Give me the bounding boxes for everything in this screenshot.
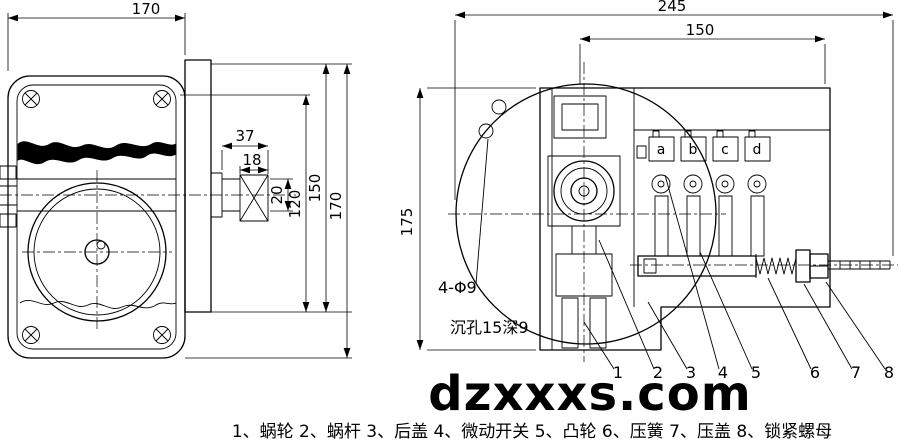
output-shaft	[222, 174, 269, 222]
note-counterbore: 沉孔15深9	[450, 318, 529, 337]
pressure-spring	[755, 257, 797, 275]
dimension-245: 245	[454, 0, 894, 256]
pressure-cover	[795, 249, 811, 283]
part-leaders	[583, 174, 886, 370]
part-number-8: 8	[884, 363, 894, 382]
corner-screw-icon	[22, 90, 171, 344]
dim-label-170-top: 170	[132, 0, 161, 18]
note-holes: 4-Φ9	[438, 278, 477, 297]
part-number-1: 1	[613, 363, 623, 382]
part-number-5: 5	[751, 363, 761, 382]
roller-icon	[747, 174, 767, 194]
dimension-18: 18	[239, 151, 268, 174]
micro-switch	[744, 136, 771, 162]
roller-icon	[715, 174, 735, 194]
cam	[718, 195, 733, 257]
dimension-120: 120	[180, 94, 352, 313]
centerlines	[0, 170, 296, 332]
part-number-3: 3	[686, 363, 696, 382]
roller-icon	[683, 174, 703, 194]
camshaft-assembly	[637, 249, 891, 283]
part-number-2: 2	[653, 363, 663, 382]
roller-icon	[651, 174, 671, 194]
bolt-hole-icon	[478, 123, 494, 139]
part-number-7: 7	[851, 363, 861, 382]
body-section	[539, 87, 831, 351]
dim-label-170-vertical: 170	[327, 192, 345, 221]
dimension-150-right: 150	[579, 21, 826, 84]
cam	[750, 195, 765, 257]
dim-label-150-left: 150	[306, 174, 324, 203]
watermark: dzxxxs.com	[428, 366, 751, 422]
mounting-flange-plate	[184, 59, 223, 313]
right-view: a b c d	[398, 0, 898, 382]
centerlines	[448, 62, 898, 362]
switch-label-d: d	[753, 142, 762, 158]
part-number-4: 4	[718, 363, 728, 382]
section-break-band	[17, 141, 177, 165]
micro-switch	[680, 136, 707, 162]
switch-label-b: b	[689, 142, 698, 158]
dim-label-120: 120	[286, 190, 304, 219]
input-shaft-stub	[0, 165, 17, 228]
dimension-150-left: 150	[211, 63, 352, 312]
dim-label-245: 245	[658, 0, 687, 15]
dim-label-37: 37	[235, 127, 254, 145]
bolt-hole-icon	[491, 99, 507, 115]
dim-label-20: 20	[268, 185, 286, 204]
micro-switch	[648, 136, 675, 162]
dimension-175: 175	[398, 87, 536, 351]
dimension-20: 20	[268, 178, 293, 212]
dim-label-18: 18	[242, 151, 261, 169]
left-view: 170 37 18 20 120 150	[0, 0, 352, 359]
hole-notes: 4-Φ9 沉孔15深9	[438, 138, 529, 337]
dim-label-150-right: 150	[686, 21, 715, 39]
cam	[654, 195, 669, 257]
dim-label-175: 175	[398, 208, 416, 237]
part-number-6: 6	[810, 363, 820, 382]
switch-assembly: a b c d	[634, 129, 830, 257]
dimension-37: 37	[221, 127, 269, 174]
section-break-line	[19, 300, 177, 309]
switch-label-a: a	[657, 142, 666, 158]
part-numbers: 1 2 3 4 5 6 7 8	[613, 363, 894, 382]
gearbox-housing	[7, 75, 186, 359]
micro-switch	[712, 136, 739, 162]
parts-legend-caption: 1、蜗轮 2、蜗杆 3、后盖 4、微动开关 5、凸轮 6、压簧 7、压盖 8、锁…	[232, 422, 832, 442]
dimension-170-vertical: 170	[185, 64, 352, 359]
cam	[686, 195, 701, 257]
switch-label-c: c	[721, 142, 729, 158]
dimension-width-170: 170	[7, 0, 186, 71]
